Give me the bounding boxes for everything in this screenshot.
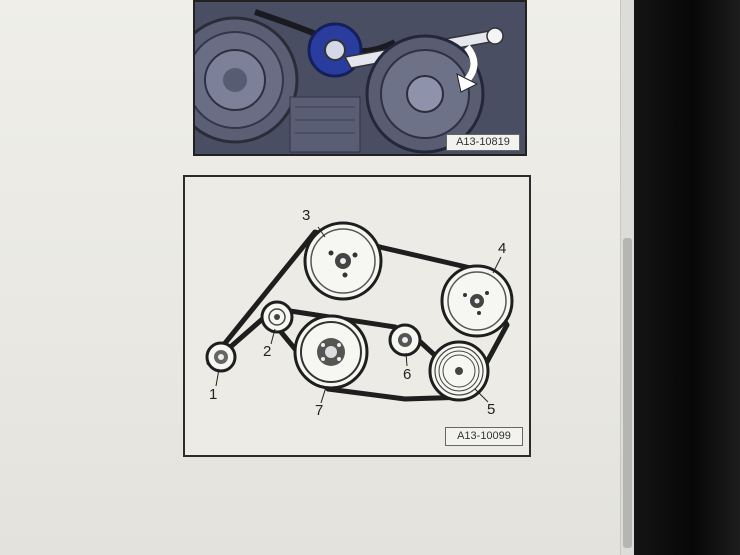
callout-7: 7 [315,402,324,419]
scrollbar-thumb[interactable] [623,238,632,548]
callout-1: 1 [209,386,218,403]
callout-4: 4 [498,240,507,257]
pulley-4 [440,264,514,338]
engine-photo-figure [193,0,527,156]
callout-5: 5 [487,401,496,418]
belt-routing-diagram: 3 4 2 1 6 5 7 [183,175,531,457]
pulley-7 [293,314,369,390]
pulley-3 [303,221,383,301]
pulley-5 [428,340,490,402]
engine-photo-illustration [195,2,525,154]
belt-routing-drawing [205,221,514,404]
monitor-bezel [634,0,740,555]
diagram-figure-label: A13-10099 [445,427,523,446]
photo-figure-label: A13-10819 [446,134,520,151]
callout-6: 6 [403,366,412,383]
callout-3: 3 [302,207,311,224]
pulley-2 [260,300,294,334]
pulley-6 [388,323,422,357]
callout-2: 2 [263,343,272,360]
pulley-1 [205,341,237,373]
vertical-scrollbar[interactable] [620,0,635,555]
